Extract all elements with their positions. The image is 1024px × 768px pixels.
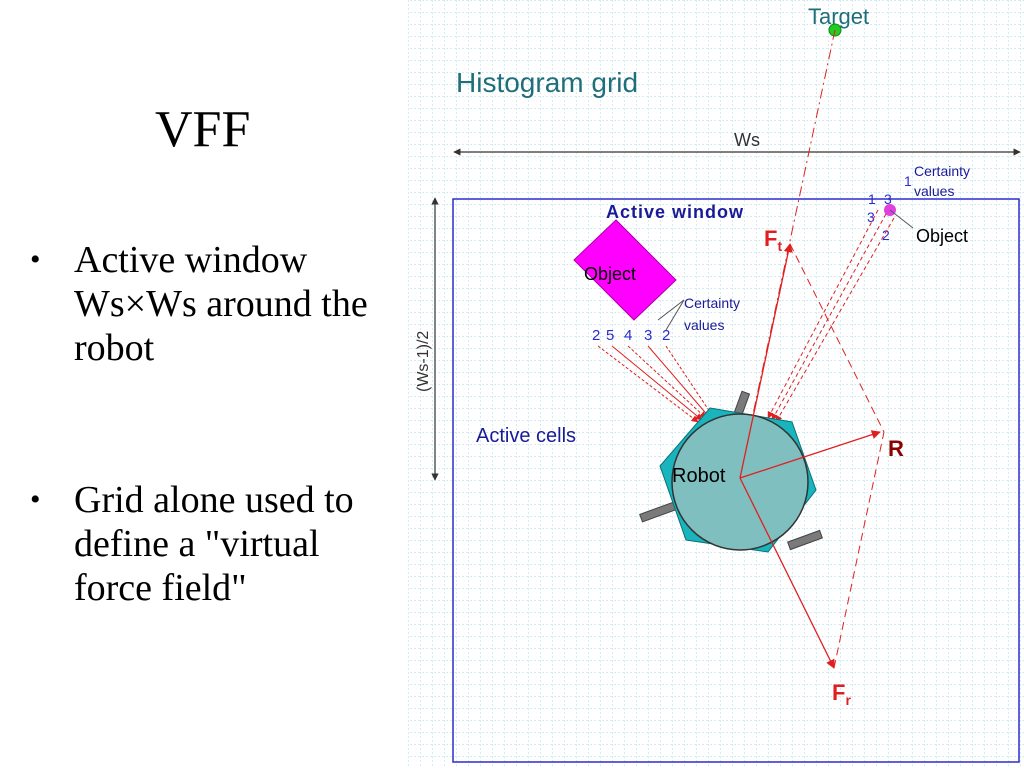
certainty-digit: 2 — [882, 227, 890, 243]
certainty-digit: 4 — [624, 327, 632, 344]
ws-label: Ws — [734, 130, 760, 150]
bullet-dot: • — [30, 483, 41, 516]
histogram-grid — [408, 0, 1024, 768]
parallelogram-line — [833, 431, 885, 669]
histogram-grid-title: Histogram grid — [456, 67, 638, 98]
bullet-text: Active window Ws×Ws around the robot — [74, 239, 368, 369]
active-window-label: Active window — [606, 202, 744, 222]
certainty-pointer — [657, 299, 685, 321]
certainty-values-label-left: Certainty values — [684, 295, 744, 333]
repulsive-arrows-left — [597, 345, 715, 423]
r-label: R — [888, 436, 904, 461]
certainty-digit: 2 — [592, 327, 600, 344]
r-vector — [739, 430, 881, 479]
certainty-digit: 3 — [867, 209, 875, 225]
robot-label: Robot — [672, 465, 726, 487]
object-rect — [573, 219, 677, 321]
certainty-digit: 3 — [884, 191, 892, 207]
certainty-digit: 1 — [868, 191, 876, 207]
object-dot-label: Object — [916, 226, 968, 246]
ft-vector — [739, 243, 793, 479]
certainty-pointer — [665, 299, 685, 331]
active-window-frame — [452, 198, 1020, 763]
repulsive-arrows-right — [767, 209, 895, 423]
certainty-digit: 5 — [606, 327, 614, 344]
slide-title: VFF — [155, 101, 251, 158]
fr-label: Fr — [832, 680, 851, 708]
active-cells-label: Active cells — [476, 425, 576, 447]
bullet-dot: • — [30, 243, 41, 276]
certainty-digit: 2 — [662, 327, 670, 344]
vff-diagram: Histogram grid Ws (Ws-1)/2 Active window… — [408, 0, 1024, 768]
certainty-values-label-right: Certainty values — [914, 163, 974, 199]
object-dot-pointer — [889, 209, 914, 229]
certainty-digits-right: 1 3 1 3 2 — [867, 173, 912, 243]
certainty-digit: 3 — [644, 327, 652, 344]
half-ws-label: (Ws-1)/2 — [415, 331, 432, 392]
bullet-text: Grid alone used to define a "virtual for… — [74, 479, 354, 609]
robot-body — [671, 413, 809, 551]
fr-vector — [739, 477, 835, 669]
certainty-digit: 1 — [904, 173, 912, 189]
parallelogram-line — [789, 243, 885, 433]
ft-label: Ft — [764, 226, 782, 254]
object-rect-label: Object — [584, 264, 636, 284]
certainty-digits-left: 2 5 4 3 2 — [592, 327, 670, 344]
